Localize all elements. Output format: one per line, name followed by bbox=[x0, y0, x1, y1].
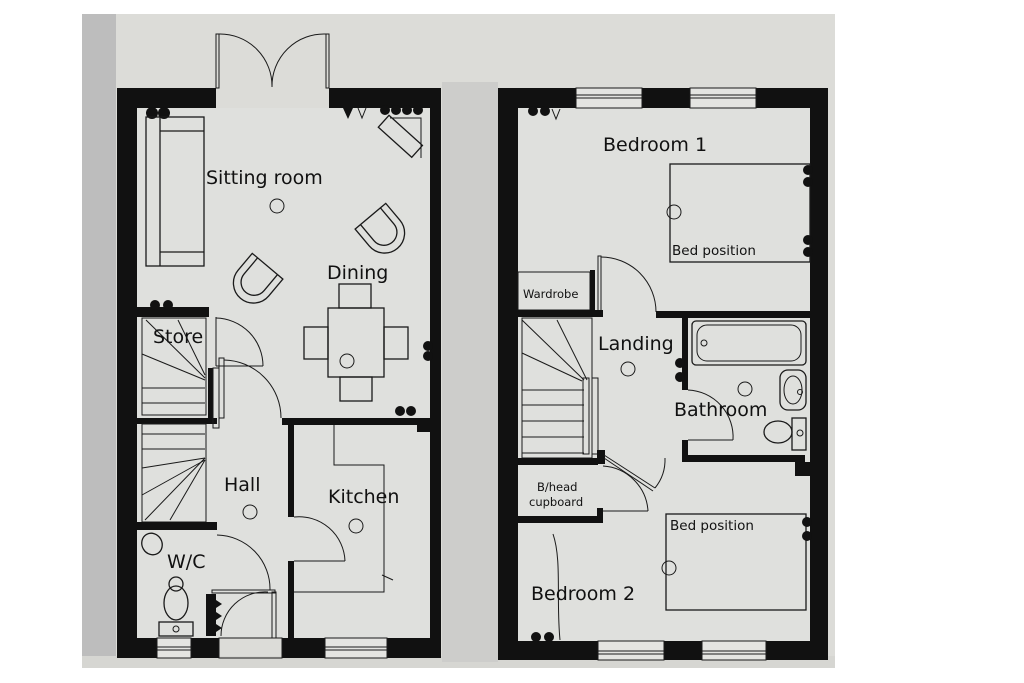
label-bed-position-2: Bed position bbox=[670, 518, 754, 534]
label-wardrobe: Wardrobe bbox=[523, 287, 578, 301]
armchair-2 bbox=[232, 252, 284, 304]
label-bhead-line1: B/head bbox=[537, 480, 577, 494]
dining-table bbox=[303, 283, 409, 402]
label-bathroom: Bathroom bbox=[674, 399, 767, 421]
tv-unit bbox=[377, 114, 424, 159]
label-landing: Landing bbox=[598, 333, 674, 355]
paper-shadow bbox=[82, 14, 118, 668]
bed-1 bbox=[669, 163, 811, 263]
label-bedroom-1: Bedroom 1 bbox=[603, 134, 707, 156]
armchair-1 bbox=[354, 202, 406, 254]
french-doors bbox=[215, 33, 330, 89]
wc-fixtures bbox=[141, 532, 194, 637]
basin bbox=[779, 369, 807, 411]
label-kitchen: Kitchen bbox=[328, 486, 399, 508]
toilet bbox=[763, 417, 807, 451]
label-wc: W/C bbox=[167, 551, 205, 573]
label-bhead-line2: cupboard bbox=[529, 495, 583, 509]
label-store: Store bbox=[153, 326, 203, 348]
label-hall: Hall bbox=[224, 474, 261, 496]
first-floor-plan: Bedroom 1 Bed position Wardrobe Landing … bbox=[498, 87, 828, 661]
ground-floor-plan: Sitting room Dining Store Hall Kitchen W… bbox=[117, 33, 441, 659]
plan-gap bbox=[442, 82, 498, 662]
label-sitting-room: Sitting room bbox=[206, 167, 323, 189]
sofa bbox=[145, 116, 205, 267]
bath bbox=[691, 320, 807, 366]
label-dining: Dining bbox=[327, 262, 388, 284]
label-bed-position-1: Bed position bbox=[672, 243, 756, 259]
label-bedroom-2: Bedroom 2 bbox=[531, 583, 635, 605]
